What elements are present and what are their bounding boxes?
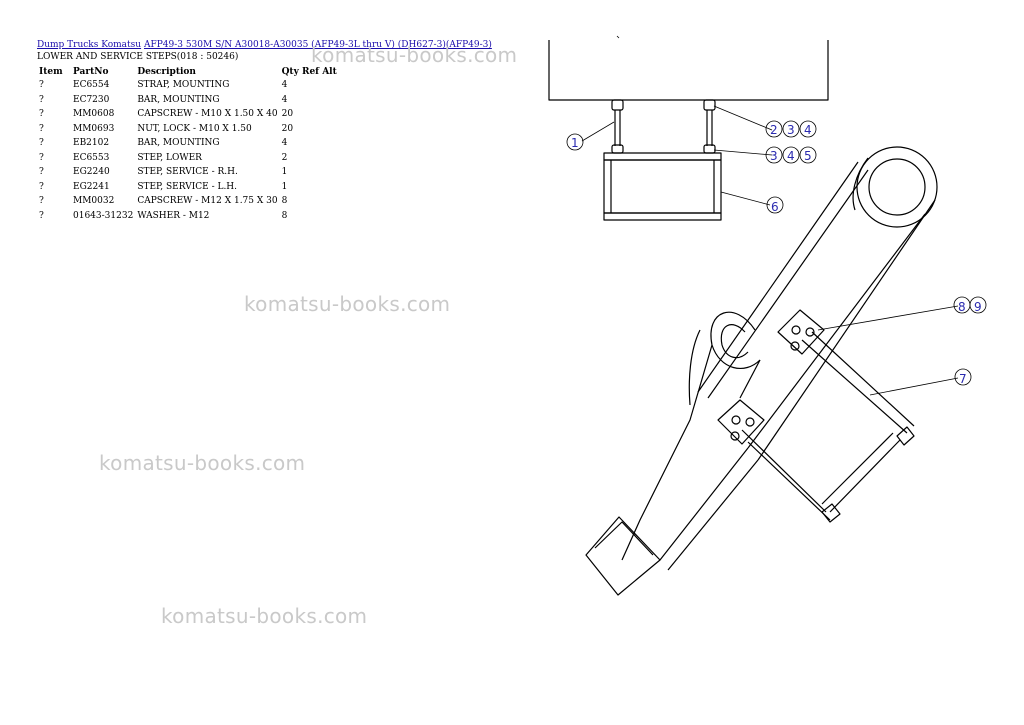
mounting-arm <box>585 146 938 596</box>
cell-description: WASHER - M12 <box>137 210 210 221</box>
table-header-row: Item PartNo Description Qty Ref Alt <box>37 66 339 78</box>
cell-partno: EG2240 <box>73 167 110 178</box>
cell-description: CAPSCREW - M10 X 1.50 X 40 <box>137 109 278 120</box>
parts-table: Item PartNo Description Qty Ref Alt ? EC6… <box>37 66 339 223</box>
table-row: ? MM0693 NUT, LOCK - M10 X 1.50 20 <box>37 122 339 137</box>
breadcrumb-link-model[interactable]: AFP49-3 530M S/N A30018-A30035 (AFP49-3L… <box>143 40 492 50</box>
page-title: LOWER AND SERVICE STEPS(018 : 50246) <box>37 52 239 62</box>
cell-description: BAR, MOUNTING <box>137 138 220 149</box>
table-row: ? EC6553 STEP, LOWER 2 <box>37 151 339 166</box>
cell-partno: MM0693 <box>73 123 115 134</box>
table-row: ? EB2102 BAR, MOUNTING 4 <box>37 136 339 151</box>
callout-4-lower[interactable]: 4 <box>782 146 800 164</box>
callout-2[interactable]: 2 <box>765 120 783 138</box>
cell-qty: 8 <box>281 210 288 221</box>
diagram-linework <box>548 35 959 596</box>
callout-label: 3 <box>770 149 778 163</box>
cell-qty: 1 <box>281 181 288 192</box>
cell-partno: EB2102 <box>73 138 110 149</box>
cell-item: ? <box>39 80 44 91</box>
callout-label: 6 <box>771 200 779 214</box>
cell-item: ? <box>39 123 44 134</box>
callout-1[interactable]: 1 <box>566 133 584 151</box>
cell-partno: EC6553 <box>73 152 110 163</box>
cell-qty: 4 <box>281 138 288 149</box>
callout-4[interactable]: 4 <box>799 120 817 138</box>
cell-partno: EG2241 <box>73 181 110 192</box>
callout-3-lower[interactable]: 3 <box>765 146 783 164</box>
column-header-item: Item <box>39 67 63 77</box>
watermark-text: komatsu-books.com <box>161 604 368 628</box>
table-row: ? EG2240 STEP, SERVICE - R.H. 1 <box>37 165 339 180</box>
callout-label: 9 <box>974 300 982 314</box>
cell-qty: 20 <box>281 123 294 134</box>
cell-item: ? <box>39 94 44 105</box>
cell-description: BAR, MOUNTING <box>137 94 220 105</box>
cell-description: STEP, LOWER <box>137 152 202 163</box>
cell-item: ? <box>39 181 44 192</box>
callouts: 1 2 3 4 3 4 5 6 8 9 7 <box>566 120 987 386</box>
column-header-qty: Qty <box>281 67 299 77</box>
table-row: ? EC6554 STRAP, MOUNTING 4 <box>37 78 339 93</box>
lower-step-bolts <box>611 99 716 154</box>
frame-outline <box>548 40 829 101</box>
callout-7[interactable]: 7 <box>954 368 972 386</box>
cell-description: STRAP, MOUNTING <box>137 80 230 91</box>
callout-label: 8 <box>958 300 966 314</box>
cell-partno: EC6554 <box>73 80 110 91</box>
table-row: ? EC7230 BAR, MOUNTING 4 <box>37 93 339 108</box>
callout-5[interactable]: 5 <box>799 146 817 164</box>
callout-label: 1 <box>571 136 579 150</box>
callout-8[interactable]: 8 <box>953 296 971 314</box>
cell-qty: 4 <box>281 80 288 91</box>
cell-description: CAPSCREW - M12 X 1.75 X 30 <box>137 196 278 207</box>
callout-label: 2 <box>770 123 778 137</box>
breadcrumb: Dump Trucks Komatsu AFP49-3 530M S/N A30… <box>37 40 492 50</box>
watermark-text: komatsu-books.com <box>99 451 306 475</box>
callout-label: 3 <box>787 123 795 137</box>
column-header-partno: PartNo <box>73 67 109 77</box>
cell-item: ? <box>39 138 44 149</box>
column-header-qty-ref-alt: Qty Ref Alt <box>280 66 339 78</box>
cell-item: ? <box>39 109 44 120</box>
cell-qty: 20 <box>281 109 294 120</box>
cell-description: STEP, SERVICE - R.H. <box>137 167 238 178</box>
callout-3[interactable]: 3 <box>782 120 800 138</box>
watermark-text: komatsu-books.com <box>311 43 518 67</box>
cell-item: ? <box>39 196 44 207</box>
breadcrumb-link-dump-trucks[interactable]: Dump Trucks Komatsu <box>37 40 142 50</box>
callout-9[interactable]: 9 <box>969 296 987 314</box>
callout-label: 7 <box>959 372 967 386</box>
cell-item: ? <box>39 210 44 221</box>
callout-6[interactable]: 6 <box>766 196 784 214</box>
callout-label: 4 <box>787 149 795 163</box>
column-header-description: Description <box>137 67 196 77</box>
cell-item: ? <box>39 167 44 178</box>
leader-lines <box>581 105 959 396</box>
callout-label: 5 <box>804 149 812 163</box>
mounting-blocks <box>717 309 825 445</box>
lower-step <box>603 152 722 221</box>
cell-qty: 4 <box>281 94 288 105</box>
callout-label: 4 <box>804 123 812 137</box>
cell-qty: 8 <box>281 196 288 207</box>
service-step <box>741 331 915 523</box>
cell-partno: MM0608 <box>73 109 115 120</box>
cell-partno: 01643-31232 <box>73 210 134 221</box>
cell-description: NUT, LOCK - M10 X 1.50 <box>137 123 252 134</box>
cell-partno: MM0032 <box>73 196 115 207</box>
cell-partno: EC7230 <box>73 94 110 105</box>
table-row: ? EG2241 STEP, SERVICE - L.H. 1 <box>37 180 339 195</box>
column-header-alt: Alt <box>322 67 337 77</box>
cell-description: STEP, SERVICE - L.H. <box>137 181 238 192</box>
cell-qty: 2 <box>281 152 288 163</box>
watermark-text: komatsu-books.com <box>244 292 451 316</box>
column-header-ref: Ref <box>301 67 320 77</box>
cell-item: ? <box>39 152 44 163</box>
cell-qty: 1 <box>281 167 288 178</box>
